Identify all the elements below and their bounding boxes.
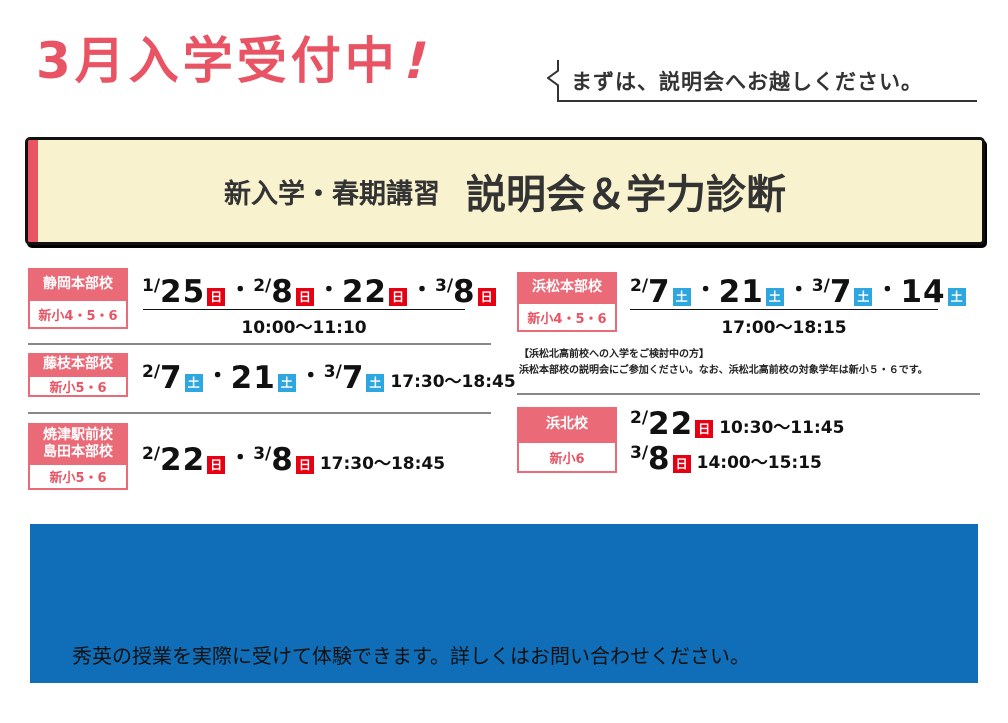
time-hamakita-2: 14:00〜15:15 (696, 453, 822, 473)
saturday-badge: 土 (184, 374, 203, 392)
divider (28, 412, 491, 414)
dates-fujieda: 2/ 7 土 ・ 21 土 ・ 3/ 7 土 17:30〜18:45 (142, 358, 516, 394)
dates-shizuoka: 1/ 25 日 ・ 2/ 8 日 ・ 22 日 ・ 3/ 8 日 (142, 272, 498, 308)
headline: 3月入学受付中! (36, 32, 439, 90)
date-day: 7 (648, 274, 671, 310)
date-day: 8 (271, 274, 294, 310)
headline-exclamation: ! (397, 32, 439, 90)
separator: ・ (229, 278, 252, 303)
date-day: 8 (648, 441, 671, 477)
date-month: 2/ (630, 276, 649, 296)
campus-grade: 新小4・5・6 (28, 301, 128, 329)
time-fujieda: 17:30〜18:45 (390, 372, 516, 392)
date-day: 7 (829, 274, 853, 310)
separator: ・ (787, 278, 810, 303)
date-day: 8 (453, 274, 476, 310)
campus-label-fujieda: 藤枝本部校 新小5・6 (28, 353, 128, 397)
date-day: 21 (718, 274, 764, 310)
banner-accent-bar (28, 140, 38, 242)
date-month: 3/ (435, 276, 454, 296)
sunday-badge: 日 (695, 420, 714, 438)
sunday-badge: 日 (295, 456, 314, 474)
time-shizuoka: 10:00〜11:10 (241, 318, 367, 338)
separator: ・ (410, 278, 433, 303)
time-yaizu-shimada: 17:30〜18:45 (319, 454, 446, 474)
callout-box: まずは、説明会へお越しください。 (547, 60, 977, 102)
underline (630, 309, 938, 310)
date-month: 2/ (630, 408, 649, 428)
campus-name: 浜松本部校 (517, 272, 617, 304)
date-month: 3/ (323, 362, 342, 382)
campus-label-hamamatsu: 浜松本部校 新小4・5・6 (517, 272, 617, 332)
date-day: 7 (160, 360, 183, 396)
trial-lesson-text: 秀英の授業を実際に受けて体験できます。詳しくはお問い合わせください。 (72, 644, 750, 668)
campus-grade: 新小5・6 (28, 377, 128, 397)
campus-label-yaizu-shimada: 焼津駅前校 島田本部校 新小5・6 (28, 423, 128, 490)
date-month: 3/ (811, 276, 830, 296)
separator: ・ (299, 364, 322, 389)
date-month: 1/ (142, 276, 161, 296)
headline-text: 3月入学受付中 (36, 32, 399, 90)
dates-hamakita-2: 3/ 8 日 14:00〜15:15 (630, 441, 822, 475)
sunday-badge: 日 (388, 288, 407, 306)
separator: ・ (876, 278, 899, 303)
campus-grade: 新小6 (517, 443, 617, 473)
separator: ・ (317, 278, 340, 303)
saturday-badge: 土 (672, 288, 691, 306)
campus-name-line1: 焼津駅前校 (43, 426, 113, 443)
saturday-badge: 土 (947, 288, 966, 306)
campus-label-shizuoka: 静岡本部校 新小4・5・6 (28, 268, 128, 329)
saturday-badge: 土 (366, 374, 385, 392)
campus-name: 藤枝本部校 (28, 353, 128, 377)
divider (517, 393, 980, 395)
date-month: 2/ (253, 276, 272, 296)
banner-subtitle: 新入学・春期講習 (224, 178, 440, 210)
sunday-badge: 日 (672, 455, 691, 473)
separator: ・ (694, 278, 717, 303)
campus-name: 静岡本部校 (28, 268, 128, 301)
trial-lesson-panel: 秀英の授業を実際に受けて体験できます。詳しくはお問い合わせください。 (30, 524, 978, 683)
date-month: 2/ (142, 362, 161, 382)
campus-name: 浜北校 (517, 407, 617, 443)
date-month: 3/ (253, 444, 272, 464)
date-day: 14 (900, 274, 946, 310)
sunday-badge: 日 (295, 288, 314, 306)
callout-text: まずは、説明会へお越しください。 (571, 70, 923, 94)
date-day: 22 (160, 442, 206, 478)
campus-name: 焼津駅前校 島田本部校 (28, 423, 128, 465)
saturday-badge: 土 (277, 374, 296, 392)
dates-hamakita-1: 2/ 22 日 10:30〜11:45 (630, 406, 844, 440)
date-day: 22 (648, 406, 694, 442)
hamakita-note: 【浜松北高前校への入学をご検討中の方】 浜松本部校の説明会にご参加ください。なお… (519, 347, 928, 379)
time-hamakita-1: 10:30〜11:45 (719, 418, 845, 438)
campus-label-hamakita: 浜北校 新小6 (517, 407, 617, 473)
note-body: 浜松本部校の説明会にご参加ください。なお、浜松北高前校の対象学年は新小５・６です… (519, 365, 928, 376)
campus-grade: 新小4・5・6 (517, 304, 617, 332)
date-day: 7 (341, 360, 365, 396)
campus-name-line2: 島田本部校 (43, 444, 113, 460)
saturday-badge: 土 (765, 288, 784, 306)
time-hamamatsu: 17:00〜18:15 (721, 318, 847, 338)
callout-pointer-icon (547, 70, 559, 86)
campus-grade: 新小5・6 (28, 465, 128, 490)
note-heading: 【浜松北高前校への入学をご検討中の方】 (519, 349, 709, 360)
dates-hamamatsu: 2/ 7 土 ・ 21 土 ・ 3/ 7 土 ・ 14 土 (630, 272, 968, 308)
date-month: 2/ (142, 444, 161, 464)
date-day: 22 (341, 274, 387, 310)
sunday-badge: 日 (207, 456, 226, 474)
saturday-badge: 土 (854, 288, 873, 306)
date-day: 25 (160, 274, 206, 310)
sunday-badge: 日 (207, 288, 226, 306)
sunday-badge: 日 (477, 288, 496, 306)
underline (143, 309, 465, 310)
separator: ・ (229, 446, 252, 471)
date-day: 8 (271, 442, 294, 478)
title-banner: 新入学・春期講習 説明会＆学力診断 (25, 137, 985, 245)
date-month: 3/ (630, 443, 649, 463)
banner-title: 説明会＆学力診断 (466, 172, 786, 218)
divider (28, 343, 491, 345)
separator: ・ (206, 364, 229, 389)
dates-yaizu-shimada: 2/ 22 日 ・ 3/ 8 日 17:30〜18:45 (142, 440, 445, 476)
date-day: 21 (230, 360, 276, 396)
